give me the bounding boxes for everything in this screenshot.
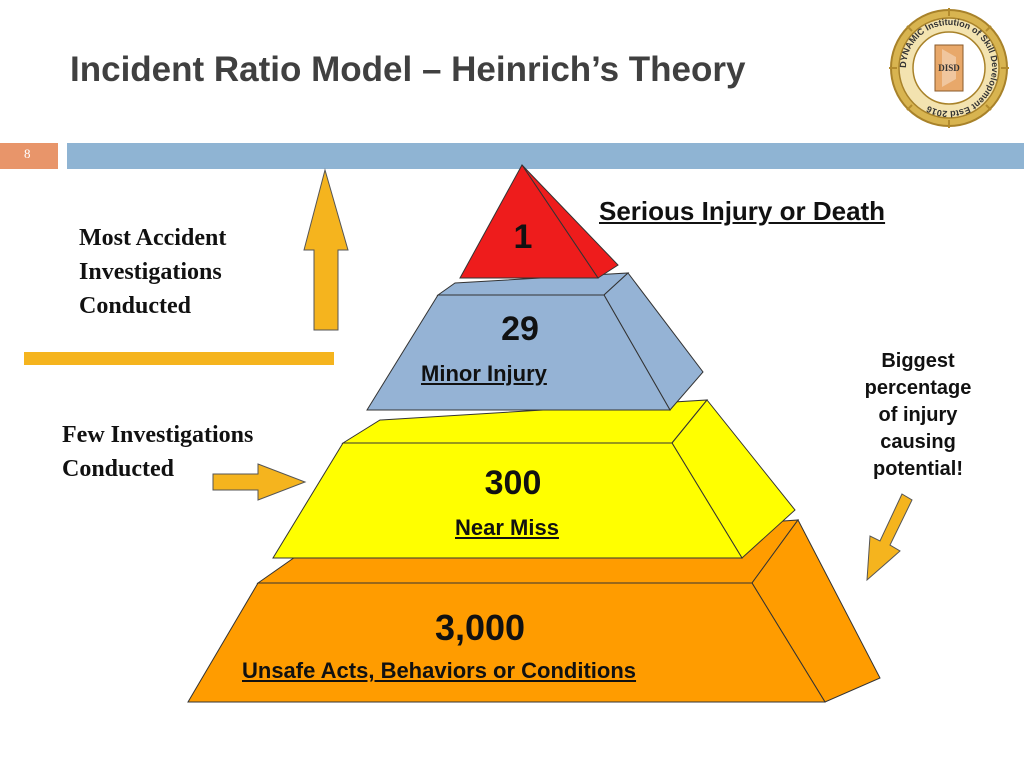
divider-line bbox=[24, 352, 334, 365]
tier-3-label: Near Miss bbox=[455, 515, 559, 540]
slide-number: 8 bbox=[24, 146, 31, 161]
tier-1-value: 1 bbox=[513, 218, 533, 256]
up-arrow-icon bbox=[303, 168, 349, 331]
tier-2-value: 29 bbox=[501, 310, 539, 348]
tier-1-label: Serious Injury or Death bbox=[599, 196, 886, 226]
tier-1-front-face bbox=[459, 164, 599, 279]
tier-4-front-face bbox=[187, 582, 826, 703]
tier-4-label: Unsafe Acts, Behaviors or Conditions bbox=[242, 658, 637, 683]
most-investigations-label: Most Accident Investigations Conducted bbox=[79, 225, 227, 319]
seal-center-text: DISD bbox=[938, 63, 960, 73]
few-investigations-label: Few Investigations Conducted bbox=[62, 422, 254, 482]
slide-title: Incident Ratio Model – Heinrich’s Theory bbox=[70, 50, 746, 89]
biggest-percentage-note: Biggest percentage of injury causing pot… bbox=[864, 350, 972, 480]
tier-2-label: Minor Injury bbox=[421, 361, 547, 386]
down-left-arrow-icon bbox=[866, 493, 913, 582]
tier-4-value: 3,000 bbox=[434, 607, 526, 648]
tier-2-front-face bbox=[366, 294, 671, 411]
seal-logo: DYNAMIC Institution of Skill Development… bbox=[889, 8, 1009, 128]
tier-3-front-face bbox=[272, 442, 743, 559]
header-bar bbox=[67, 143, 1024, 169]
tier-3-value: 300 bbox=[484, 464, 542, 502]
slide-number-box bbox=[0, 143, 58, 169]
right-arrow-icon bbox=[212, 463, 307, 501]
